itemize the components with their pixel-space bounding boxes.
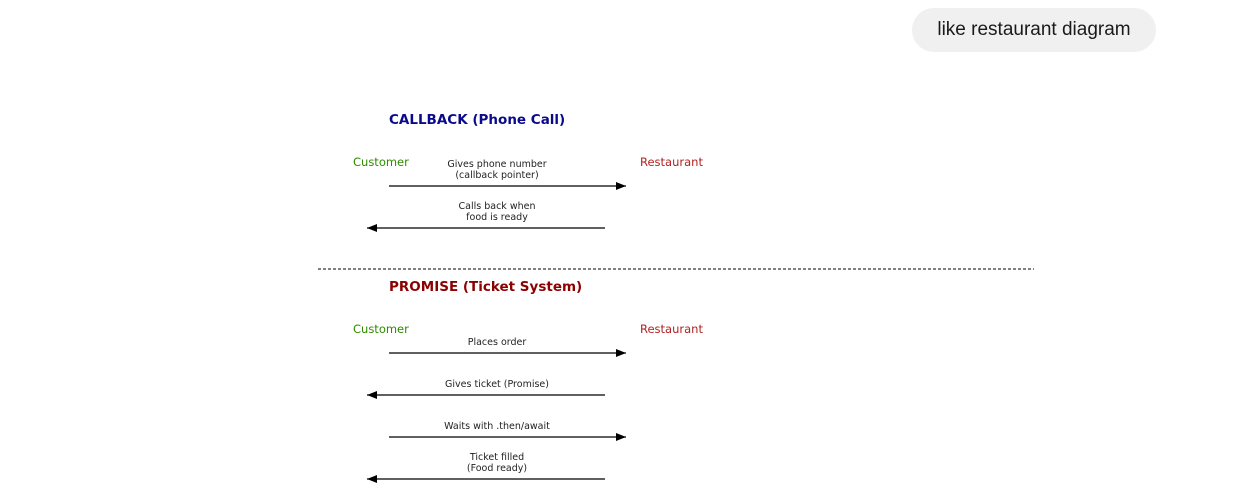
promise-restaurant-label: Restaurant	[640, 322, 703, 336]
promise-message-label-4-line-2: (Food ready)	[467, 463, 527, 474]
promise-message-label-3-line-1: Waits with .then/await	[444, 421, 550, 432]
callback-message-label-1-line-1: Gives phone number	[447, 159, 546, 170]
callback-message-label-1-line-2: (callback pointer)	[455, 170, 538, 181]
user-message-bubble: like restaurant diagram	[912, 8, 1156, 52]
promise-message-label-2-line-1: Gives ticket (Promise)	[445, 379, 549, 390]
promise-customer-label: Customer	[353, 322, 409, 336]
callback-customer-label: Customer	[353, 155, 409, 169]
callback-restaurant-label: Restaurant	[640, 155, 703, 169]
promise-message-label-4-line-1: Ticket filled	[469, 452, 524, 463]
user-message-text: like restaurant diagram	[937, 19, 1131, 40]
callback-section-title: CALLBACK (Phone Call)	[389, 112, 565, 128]
promise-section-title: PROMISE (Ticket System)	[389, 279, 582, 295]
callback-message-label-2-line-2: food is ready	[466, 212, 528, 223]
callback-message-label-2-line-1: Calls back when	[459, 201, 536, 212]
promise-message-label-1-line-1: Places order	[468, 337, 527, 348]
